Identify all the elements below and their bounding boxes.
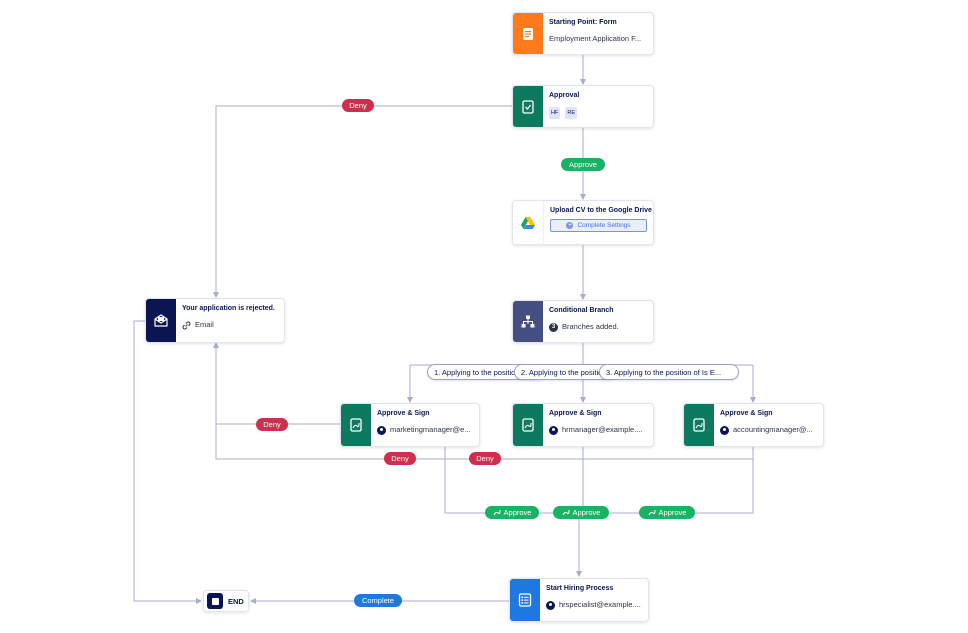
approve-sign-node-3[interactable]: Approve & Sign accountingmanager@... xyxy=(683,403,824,447)
complete-settings-button[interactable]: + Complete Settings xyxy=(550,219,647,232)
node-subtitle: 3 Branches added. xyxy=(549,322,647,332)
assignee-email: hrmanager@example.... xyxy=(562,425,643,434)
branch-label-2[interactable]: 2. Applying to the position of HR Manage… xyxy=(514,364,616,380)
approver-tag: RE xyxy=(565,107,577,119)
node-title: Approval xyxy=(549,92,580,99)
branch-label-text: 2. Applying to the position of HR Manage… xyxy=(521,367,615,377)
end-label: END xyxy=(228,596,244,606)
sign-approve-icon xyxy=(562,509,570,515)
branch-label-text: 3. Applying to the position of Is E... xyxy=(606,367,722,377)
node-title: Start Hiring Process xyxy=(546,585,614,592)
start-node[interactable]: Starting Point: Form Employment Applicat… xyxy=(512,12,654,55)
complete-label[interactable]: Complete xyxy=(354,594,402,607)
sign-approve-icon xyxy=(648,509,656,515)
approve-sign-label-1[interactable]: Approve xyxy=(485,506,539,519)
node-title: Starting Point: Form xyxy=(549,19,617,26)
node-subtitle: hrspecialist@example.... xyxy=(546,600,642,610)
connector-approval-deny xyxy=(213,105,512,298)
deny-label[interactable]: Deny xyxy=(384,452,416,465)
approver-tags: HF RE xyxy=(549,107,647,119)
node-title: Approve & Sign xyxy=(720,410,773,417)
node-subtitle: accountingmanager@... xyxy=(720,425,817,435)
hiring-process-node[interactable]: Start Hiring Process hrspecialist@exampl… xyxy=(509,578,649,622)
approve-label: Approve xyxy=(658,508,687,517)
connector-sign1-deny xyxy=(213,342,340,425)
rejected-email-node[interactable]: Your application is rejected. Email xyxy=(145,298,285,343)
approver-tag: HF xyxy=(549,107,561,119)
user-icon xyxy=(546,600,555,610)
branch-label-3[interactable]: 3. Applying to the position of Is E... xyxy=(599,364,739,380)
node-subtitle: Employment Application F... xyxy=(549,34,642,43)
node-subtitle: marketingmanager@e... xyxy=(377,425,473,435)
branch-label-text: 1. Applying to the position of Marketing… xyxy=(434,367,544,377)
node-title: Approve & Sign xyxy=(377,410,430,417)
deny-label[interactable]: Deny xyxy=(342,99,374,112)
checklist-icon xyxy=(510,579,540,621)
google-drive-icon xyxy=(513,201,544,244)
sign-approve-icon xyxy=(493,509,501,515)
approval-node[interactable]: Approval HF RE xyxy=(512,85,654,128)
approve-label: Approve xyxy=(503,508,532,517)
approve-label: Approve xyxy=(572,508,601,517)
sign-icon xyxy=(341,404,371,446)
user-icon xyxy=(720,425,729,435)
assignee-email: hrspecialist@example.... xyxy=(559,600,641,609)
node-subtitle: Email xyxy=(182,320,278,330)
branch-count-label: Branches added. xyxy=(562,322,619,331)
node-title: Approve & Sign xyxy=(549,410,602,417)
user-icon xyxy=(377,425,386,435)
assignee-email: accountingmanager@... xyxy=(733,425,813,434)
approve-sign-node-1[interactable]: Approve & Sign marketingmanager@e... xyxy=(340,403,480,447)
conditional-branch-node[interactable]: Conditional Branch 3 Branches added. xyxy=(512,300,654,343)
approval-icon xyxy=(513,86,543,127)
sign-icon xyxy=(513,404,543,446)
deny-label[interactable]: Deny xyxy=(469,452,501,465)
approve-sign-node-2[interactable]: Approve & Sign hrmanager@example.... xyxy=(512,403,654,447)
stop-icon xyxy=(207,593,223,609)
form-icon xyxy=(513,13,543,54)
user-icon xyxy=(549,425,558,435)
approve-sign-label-2[interactable]: Approve xyxy=(553,506,609,519)
plus-icon: + xyxy=(566,222,574,229)
upload-drive-node[interactable]: Upload CV to the Google Drive + Complete… xyxy=(512,200,654,245)
node-title: Your application is rejected. xyxy=(182,305,275,312)
link-icon xyxy=(182,321,191,329)
complete-settings-label: Complete Settings xyxy=(577,222,631,229)
connector-rejected-end xyxy=(133,320,202,604)
deny-label[interactable]: Deny xyxy=(256,418,288,431)
node-subtitle: hrmanager@example.... xyxy=(549,425,647,435)
assignee-email: marketingmanager@e... xyxy=(390,425,471,434)
end-node[interactable]: END xyxy=(203,590,249,612)
sign-icon xyxy=(684,404,714,446)
branch-icon xyxy=(513,301,543,342)
node-title: Conditional Branch xyxy=(549,307,614,314)
email-icon xyxy=(146,299,176,342)
node-title: Upload CV to the Google Drive xyxy=(550,207,652,214)
email-label: Email xyxy=(195,320,214,329)
approve-label[interactable]: Approve xyxy=(561,158,605,171)
branch-count-badge: 3 xyxy=(549,322,558,332)
approve-sign-label-3[interactable]: Approve xyxy=(639,506,695,519)
